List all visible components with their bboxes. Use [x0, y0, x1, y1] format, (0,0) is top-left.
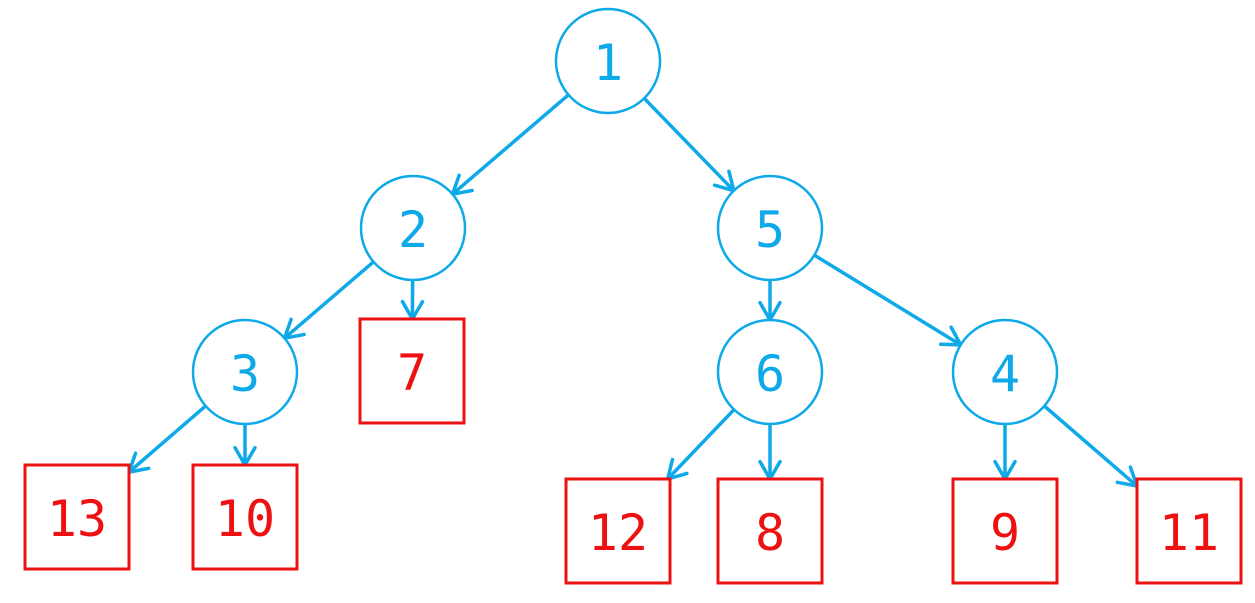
edge-3-to-13	[127, 404, 207, 474]
edge-line	[813, 253, 962, 347]
node-label: 4	[990, 345, 1020, 403]
tree-node-4: 4	[951, 318, 1059, 426]
edge-1-to-5	[642, 97, 736, 193]
node-label: 13	[47, 490, 107, 548]
edge-4-to-9	[993, 424, 1017, 481]
tree-node-1: 1	[554, 7, 662, 115]
leaf-node-8: 8	[716, 477, 824, 585]
leaf-box	[191, 463, 299, 571]
leaf-box	[716, 477, 824, 585]
node-circle	[716, 174, 824, 282]
node-label: 11	[1159, 504, 1219, 562]
leaf-box	[951, 477, 1059, 585]
node-label: 3	[230, 345, 260, 403]
edge-3-to-10	[233, 424, 257, 467]
edge-4-to-11	[1043, 404, 1139, 488]
edges	[127, 93, 1139, 488]
edge-line	[283, 260, 375, 340]
node-label: 5	[755, 201, 785, 259]
node-label: 6	[755, 345, 785, 403]
edge-1-to-2	[450, 93, 570, 196]
leaf-node-13: 13	[23, 463, 131, 571]
node-label: 8	[755, 504, 785, 562]
edge-6-to-8	[758, 424, 782, 481]
node-label: 2	[398, 201, 428, 259]
edge-5-to-6	[758, 280, 782, 322]
edge-line	[1043, 404, 1139, 488]
edge-6-to-12	[665, 408, 736, 481]
leaf-node-10: 10	[191, 463, 299, 571]
node-circle	[716, 318, 824, 426]
node-label: 9	[990, 504, 1020, 562]
node-label: 10	[215, 490, 275, 548]
leaf-box	[564, 477, 672, 585]
edge-5-to-4	[813, 253, 963, 347]
leaf-node-11: 11	[1135, 477, 1243, 585]
edge-line	[642, 97, 736, 192]
leaf-box	[1135, 477, 1243, 585]
node-circle	[191, 318, 299, 426]
tree-node-3: 3	[191, 318, 299, 426]
tree-node-6: 6	[716, 318, 824, 426]
leaf-node-9: 9	[951, 477, 1059, 585]
node-circle	[359, 174, 467, 282]
leaf-node-7: 7	[358, 317, 466, 425]
edge-line	[451, 93, 570, 196]
node-label: 1	[593, 34, 623, 92]
node-circle	[554, 7, 662, 115]
leaf-box	[358, 317, 466, 425]
edge-line	[127, 404, 207, 474]
node-label: 12	[588, 504, 648, 562]
tree-node-2: 2	[359, 174, 467, 282]
tree-node-5: 5	[716, 174, 824, 282]
node-label: 7	[397, 344, 427, 402]
node-circle	[951, 318, 1059, 426]
edge-line	[666, 408, 736, 481]
edge-2-to-7	[400, 279, 425, 321]
leaf-node-12: 12	[564, 477, 672, 585]
leaf-box	[23, 463, 131, 571]
